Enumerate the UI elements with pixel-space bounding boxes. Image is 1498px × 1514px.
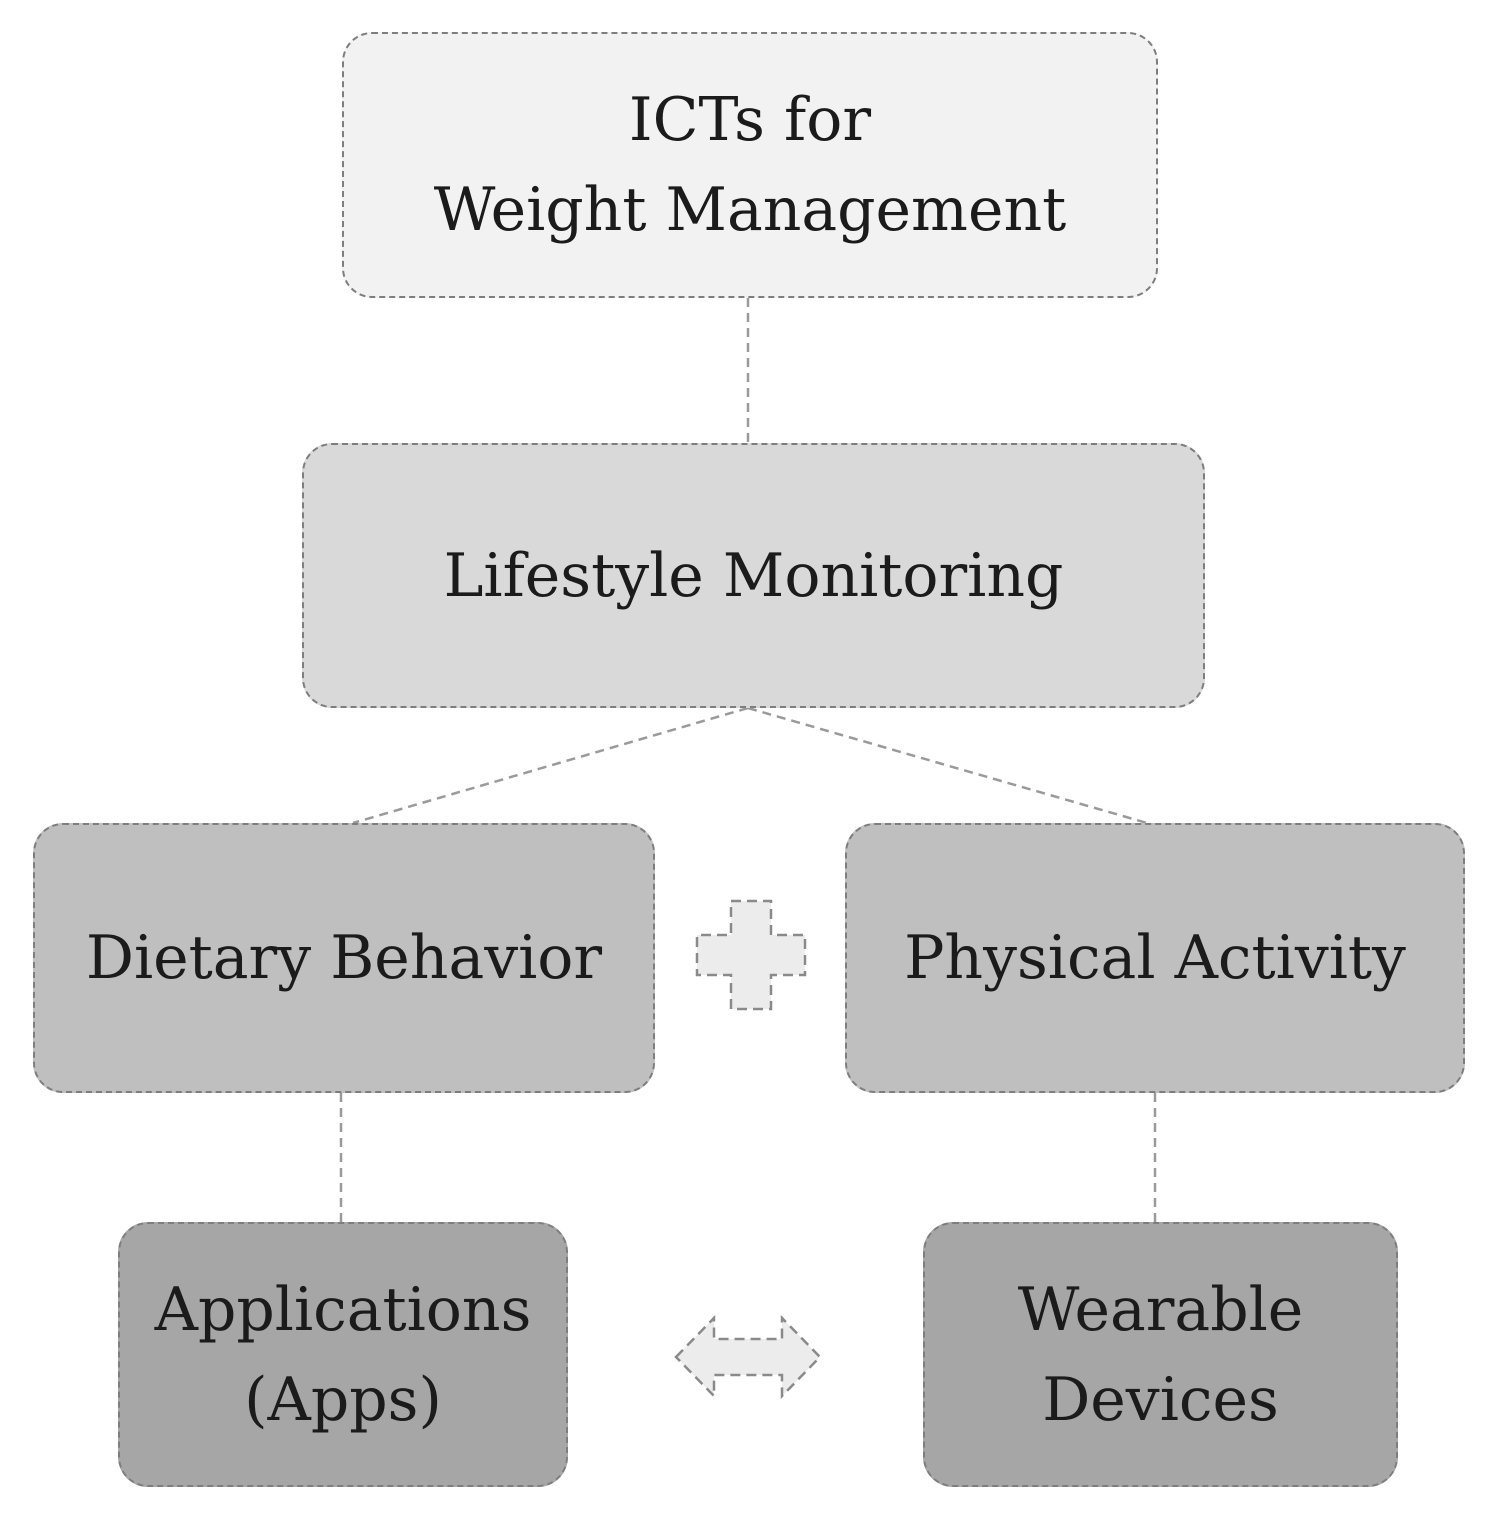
edge-lifestyle-physical	[747, 706, 1148, 825]
edge-lifestyle-dietary	[352, 706, 749, 825]
left-right-arrow-icon	[674, 1314, 822, 1400]
node-label: Lifestyle Monitoring	[443, 540, 1064, 611]
node-label: Applications (Apps)	[154, 1274, 532, 1435]
node-label: Physical Activity	[904, 923, 1406, 993]
node-applications-apps: Applications (Apps)	[118, 1222, 568, 1487]
node-dietary-behavior: Dietary Behavior	[33, 823, 655, 1093]
node-physical-activity: Physical Activity	[845, 823, 1465, 1093]
node-label: Wearable Devices	[1017, 1274, 1304, 1435]
node-label: Dietary Behavior	[85, 923, 603, 993]
node-label: ICTs for Weight Management	[433, 85, 1067, 245]
node-lifestyle-monitoring: Lifestyle Monitoring	[302, 443, 1205, 708]
node-wearable-devices: Wearable Devices	[923, 1222, 1398, 1487]
plus-icon	[695, 899, 807, 1011]
node-icts-for-weight-management: ICTs for Weight Management	[342, 32, 1158, 298]
